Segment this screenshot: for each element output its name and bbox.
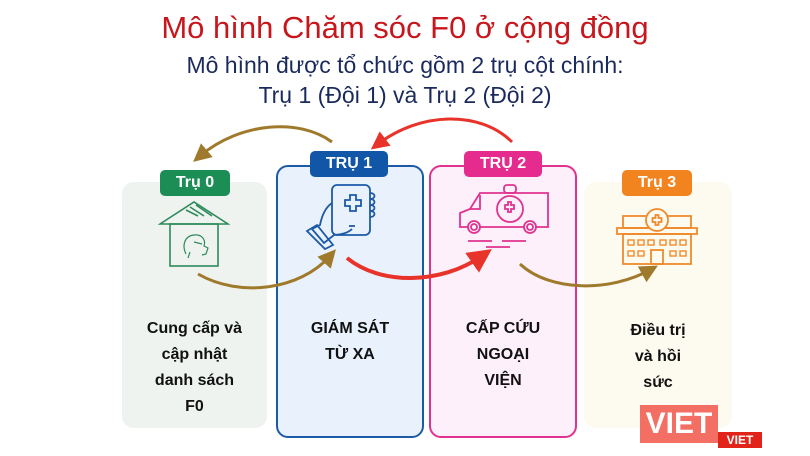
pillar-2-panel bbox=[429, 165, 577, 438]
pillar-1-label-line: GIÁM SÁT bbox=[310, 320, 390, 337]
pillar-3-label-line: Điều trị bbox=[630, 322, 686, 339]
arrow-pillar1-to-pillar0 bbox=[193, 125, 333, 162]
pillar-3-label: Điều trị và hồi sức bbox=[584, 318, 732, 396]
pillar-0-label-line: danh sách bbox=[154, 372, 235, 389]
pillar-1-badge: TRỤ 1 bbox=[310, 151, 388, 177]
pillar-3-badge: Trụ 3 bbox=[622, 170, 692, 196]
pillar-2-badge: TRỤ 2 bbox=[464, 151, 542, 177]
arrow-pillar2-to-pillar1 bbox=[370, 117, 514, 150]
diagram-subtitle-line2: Trụ 1 (Đội 1) và Trụ 2 (Đội 2) bbox=[258, 82, 552, 108]
pillar-3-label-line: và hồi bbox=[634, 348, 682, 365]
pillar-0-panel bbox=[122, 182, 267, 428]
pillar-0-label-line: Cung cấp và bbox=[146, 320, 243, 337]
pillar-0-label-line: F0 bbox=[185, 398, 204, 415]
pillar-0-label-line: cập nhật bbox=[161, 346, 228, 363]
pillar-2-label-line: VIỆN bbox=[484, 372, 522, 389]
pillar-1-label: GIÁM SÁT TỪ XA bbox=[276, 316, 424, 368]
hand-phone-medical-icon bbox=[305, 184, 376, 251]
pillar-1-label-line: TỪ XA bbox=[325, 346, 375, 363]
hospital-icon bbox=[616, 208, 698, 265]
arrow-pillar1-to-pillar2 bbox=[345, 249, 492, 280]
pillar-0-badge: Trụ 0 bbox=[160, 170, 230, 196]
pillar-2-label: CẤP CỨU NGOẠI VIỆN bbox=[429, 316, 577, 394]
watermark-logo: VIET bbox=[640, 405, 718, 443]
pillar-2-label-line: NGOẠI bbox=[476, 346, 530, 363]
arrow-pillar0-to-pillar1 bbox=[197, 249, 336, 290]
pillar-3-label-line: sức bbox=[643, 374, 673, 391]
pillar-2-label-line: CẤP CỨU bbox=[465, 320, 541, 337]
house-masked-person-icon bbox=[158, 201, 230, 267]
pillar-0-label: Cung cấp và cập nhật danh sách F0 bbox=[122, 316, 267, 420]
ambulance-icon bbox=[459, 184, 549, 248]
arrow-pillar2-to-pillar3 bbox=[518, 262, 658, 288]
diagram-subtitle-line1: Mô hình được tổ chức gồm 2 trụ cột chính… bbox=[186, 52, 624, 78]
watermark-logo-small: VIET bbox=[718, 432, 762, 448]
diagram-title: Mô hình Chăm sóc F0 ở cộng đồng bbox=[161, 10, 649, 45]
